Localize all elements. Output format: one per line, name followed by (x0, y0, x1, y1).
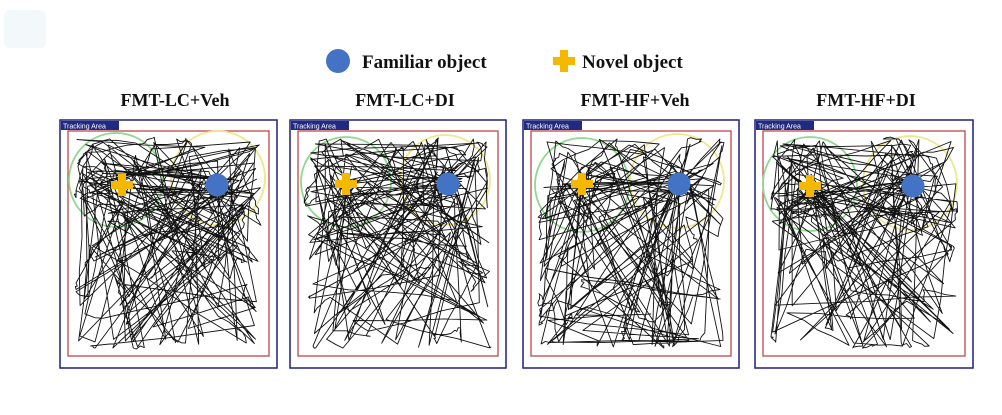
familiar-object-icon (901, 174, 925, 198)
panel-fmt-hf-di: FMT-HF+DI Tracking Area (754, 90, 974, 369)
movement-trace (537, 137, 725, 349)
arena-border (762, 130, 966, 357)
panel-fmt-lc-di: FMT-LC+DI Tracking Area (289, 90, 507, 369)
novel-object-zone (762, 136, 858, 232)
movement-trace (303, 137, 492, 349)
movement-trace (770, 136, 958, 349)
novel-object-icon (335, 173, 357, 195)
tracking-area-label-bg (61, 121, 119, 130)
arena-border (67, 130, 270, 357)
legend: Familiar object Novel object (326, 49, 683, 73)
panel-title: FMT-LC+DI (355, 90, 455, 110)
novel-object-icon (111, 174, 133, 196)
familiar-object-icon (205, 173, 229, 197)
familiar-object-icon (667, 172, 691, 196)
movement-trace (73, 136, 262, 350)
familiar-object-label: Familiar object (362, 52, 487, 73)
novel-object-icon (571, 173, 593, 195)
tracking-area-label-bg (524, 121, 582, 130)
novel-object-icon (799, 175, 821, 197)
novel-object-zone (534, 137, 630, 233)
tracking-area-label-bg (756, 121, 814, 130)
tracking-area-label: Tracking Area (293, 124, 336, 131)
tracking-area-label: Tracking Area (758, 124, 801, 131)
novel-object-label: Novel object (582, 52, 683, 73)
panel-title: FMT-HF+Veh (581, 90, 690, 110)
familiar-object-icon (326, 49, 350, 73)
panel-title: FMT-HF+DI (816, 90, 916, 110)
faint-watermark-shape (4, 10, 46, 48)
tracking-area-label-bg (291, 121, 349, 130)
arena-border (530, 130, 732, 357)
tracking-area-label: Tracking Area (526, 124, 569, 131)
tracking-area-label: Tracking Area (63, 124, 106, 131)
familiar-object-icon (436, 172, 460, 196)
panel-title: FMT-LC+Veh (121, 90, 230, 110)
arena-border (297, 130, 499, 357)
novel-object-icon (553, 50, 575, 72)
